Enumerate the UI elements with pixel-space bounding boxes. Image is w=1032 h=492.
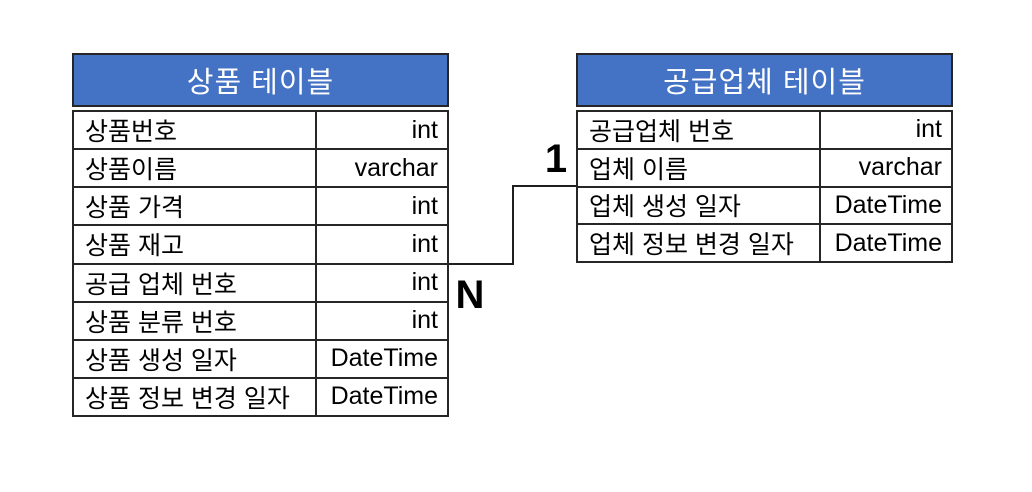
field-type: DateTime <box>330 344 438 373</box>
table-row: 상품 생성 일자 DateTime <box>74 340 447 379</box>
field-name: 공급업체 번호 <box>578 112 822 148</box>
supplier-table-body: 공급업체 번호 int 업체 이름 varchar 업체 생성 일자 DateT… <box>576 110 953 263</box>
product-table-title: 상품 테이블 <box>72 53 449 107</box>
field-type: varchar <box>858 153 942 182</box>
field-type: DateTime <box>330 382 438 411</box>
field-name: 업체 정보 변경 일자 <box>578 225 822 261</box>
field-name: 업체 이름 <box>578 149 822 186</box>
table-row: 공급 업체 번호 int <box>74 264 447 303</box>
table-row: 공급업체 번호 int <box>578 112 951 150</box>
field-name: 상품 분류 번호 <box>74 302 318 339</box>
field-type: DateTime <box>834 190 942 219</box>
field-name: 상품 생성 일자 <box>74 340 318 377</box>
table-row: 상품번호 int <box>74 112 447 151</box>
field-type: int <box>411 306 438 335</box>
field-name: 상품이름 <box>74 150 318 187</box>
table-row: 상품 재고 int <box>74 226 447 265</box>
supplier-table-title: 공급업체 테이블 <box>576 53 953 107</box>
table-row: 상품 가격 int <box>74 188 447 227</box>
table-row: 상품이름 varchar <box>74 150 447 189</box>
field-type: int <box>411 229 438 258</box>
field-type: varchar <box>354 153 438 182</box>
cardinality-many-label: N <box>455 273 485 317</box>
field-name: 상품 재고 <box>74 226 318 263</box>
field-name: 공급 업체 번호 <box>74 264 318 301</box>
field-type: int <box>915 115 942 144</box>
field-type: DateTime <box>834 228 942 257</box>
product-table: 상품 테이블 상품번호 int 상품이름 varchar 상품 가격 int 상… <box>72 53 449 417</box>
field-name: 상품번호 <box>74 112 318 149</box>
field-type: int <box>411 268 438 297</box>
field-name: 업체 생성 일자 <box>578 187 822 224</box>
table-row: 업체 이름 varchar <box>578 149 951 188</box>
supplier-table: 공급업체 테이블 공급업체 번호 int 업체 이름 varchar 업체 생성… <box>576 53 953 263</box>
table-row: 업체 정보 변경 일자 DateTime <box>578 225 951 261</box>
table-row: 상품 분류 번호 int <box>74 302 447 341</box>
product-table-body: 상품번호 int 상품이름 varchar 상품 가격 int 상품 재고 in… <box>72 110 449 417</box>
table-row: 업체 생성 일자 DateTime <box>578 187 951 226</box>
field-name: 상품 가격 <box>74 188 318 225</box>
table-row: 상품 정보 변경 일자 DateTime <box>74 378 447 415</box>
field-type: int <box>411 191 438 220</box>
field-type: int <box>411 115 438 144</box>
cardinality-one-label: 1 <box>544 137 568 181</box>
field-name: 상품 정보 변경 일자 <box>74 378 318 415</box>
